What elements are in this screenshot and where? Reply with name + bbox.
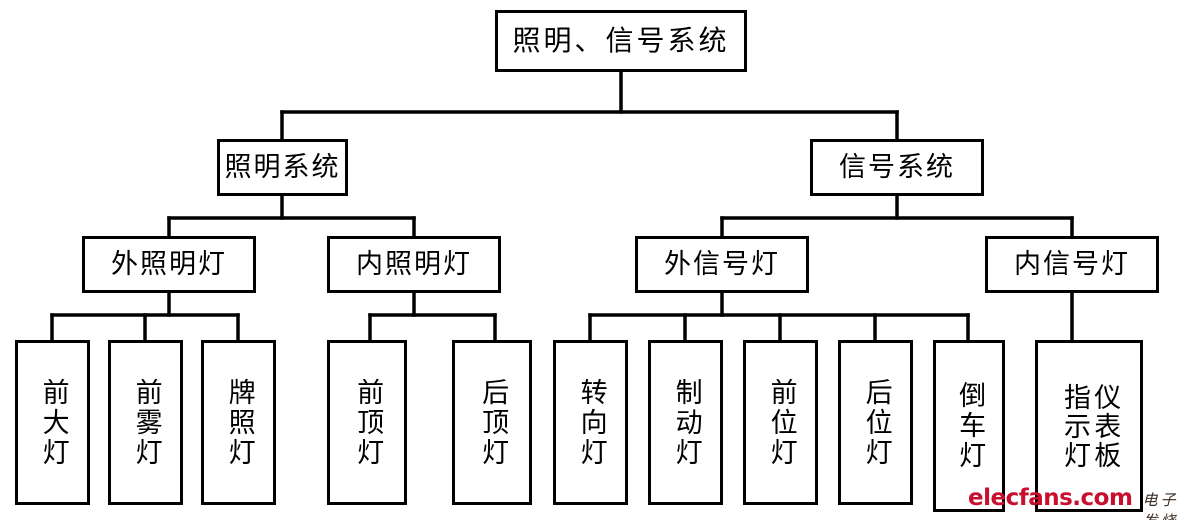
node-root[interactable]: 照明、信号系统: [495, 10, 747, 72]
node-front-position-lamp[interactable]: 前位灯: [743, 340, 818, 505]
node-rear-dome-lamp-label: 后顶灯: [477, 377, 509, 468]
node-interior-lighting[interactable]: 内照明灯: [327, 236, 501, 293]
node-interior-signal-label: 内信号灯: [1014, 248, 1130, 280]
node-instrument-panel-indicator-label: 仪表板指示灯: [1059, 382, 1121, 470]
node-interior-signal[interactable]: 内信号灯: [985, 236, 1159, 293]
node-lighting-system-label: 照明系统: [224, 151, 341, 183]
node-instrument-panel-indicator[interactable]: 仪表板指示灯: [1035, 340, 1143, 512]
node-reversing-lamp[interactable]: 倒车灯: [933, 340, 1005, 512]
node-rear-position-lamp[interactable]: 后位灯: [838, 340, 913, 505]
node-lighting-system[interactable]: 照明系统: [217, 139, 348, 196]
node-license-plate-lamp[interactable]: 牌照灯: [201, 340, 276, 505]
node-headlamp-label: 前大灯: [37, 377, 69, 468]
node-front-position-lamp-label: 前位灯: [765, 377, 797, 468]
node-signal-system[interactable]: 信号系统: [810, 139, 984, 196]
node-license-plate-lamp-label: 牌照灯: [223, 377, 255, 468]
node-front-fog-lamp-label: 前雾灯: [130, 377, 162, 468]
node-front-fog-lamp[interactable]: 前雾灯: [108, 340, 183, 505]
watermark-brand-label: 电子发烧友: [1142, 491, 1179, 520]
node-rear-position-lamp-label: 后位灯: [860, 377, 892, 468]
node-rear-dome-lamp[interactable]: 后顶灯: [452, 340, 532, 505]
node-exterior-lighting-label: 外照明灯: [111, 248, 227, 280]
node-headlamp[interactable]: 前大灯: [15, 340, 90, 505]
watermark-site-label: elecfans.com: [968, 485, 1133, 511]
node-turn-signal-lamp[interactable]: 转向灯: [553, 340, 628, 505]
node-exterior-signal[interactable]: 外信号灯: [635, 236, 809, 293]
node-brake-lamp-label: 制动灯: [670, 377, 702, 468]
node-front-dome-lamp-label: 前顶灯: [352, 377, 384, 468]
node-turn-signal-lamp-label: 转向灯: [575, 377, 607, 468]
node-brake-lamp[interactable]: 制动灯: [648, 340, 723, 505]
node-root-label: 照明、信号系统: [512, 23, 730, 57]
node-exterior-signal-label: 外信号灯: [664, 248, 780, 280]
watermark: elecfans.com 电子发烧友: [968, 485, 1181, 520]
node-interior-lighting-label: 内照明灯: [356, 248, 472, 280]
node-front-dome-lamp[interactable]: 前顶灯: [327, 340, 407, 505]
node-signal-system-label: 信号系统: [839, 151, 955, 183]
node-exterior-lighting[interactable]: 外照明灯: [82, 236, 256, 293]
node-reversing-lamp-label: 倒车灯: [954, 381, 986, 471]
